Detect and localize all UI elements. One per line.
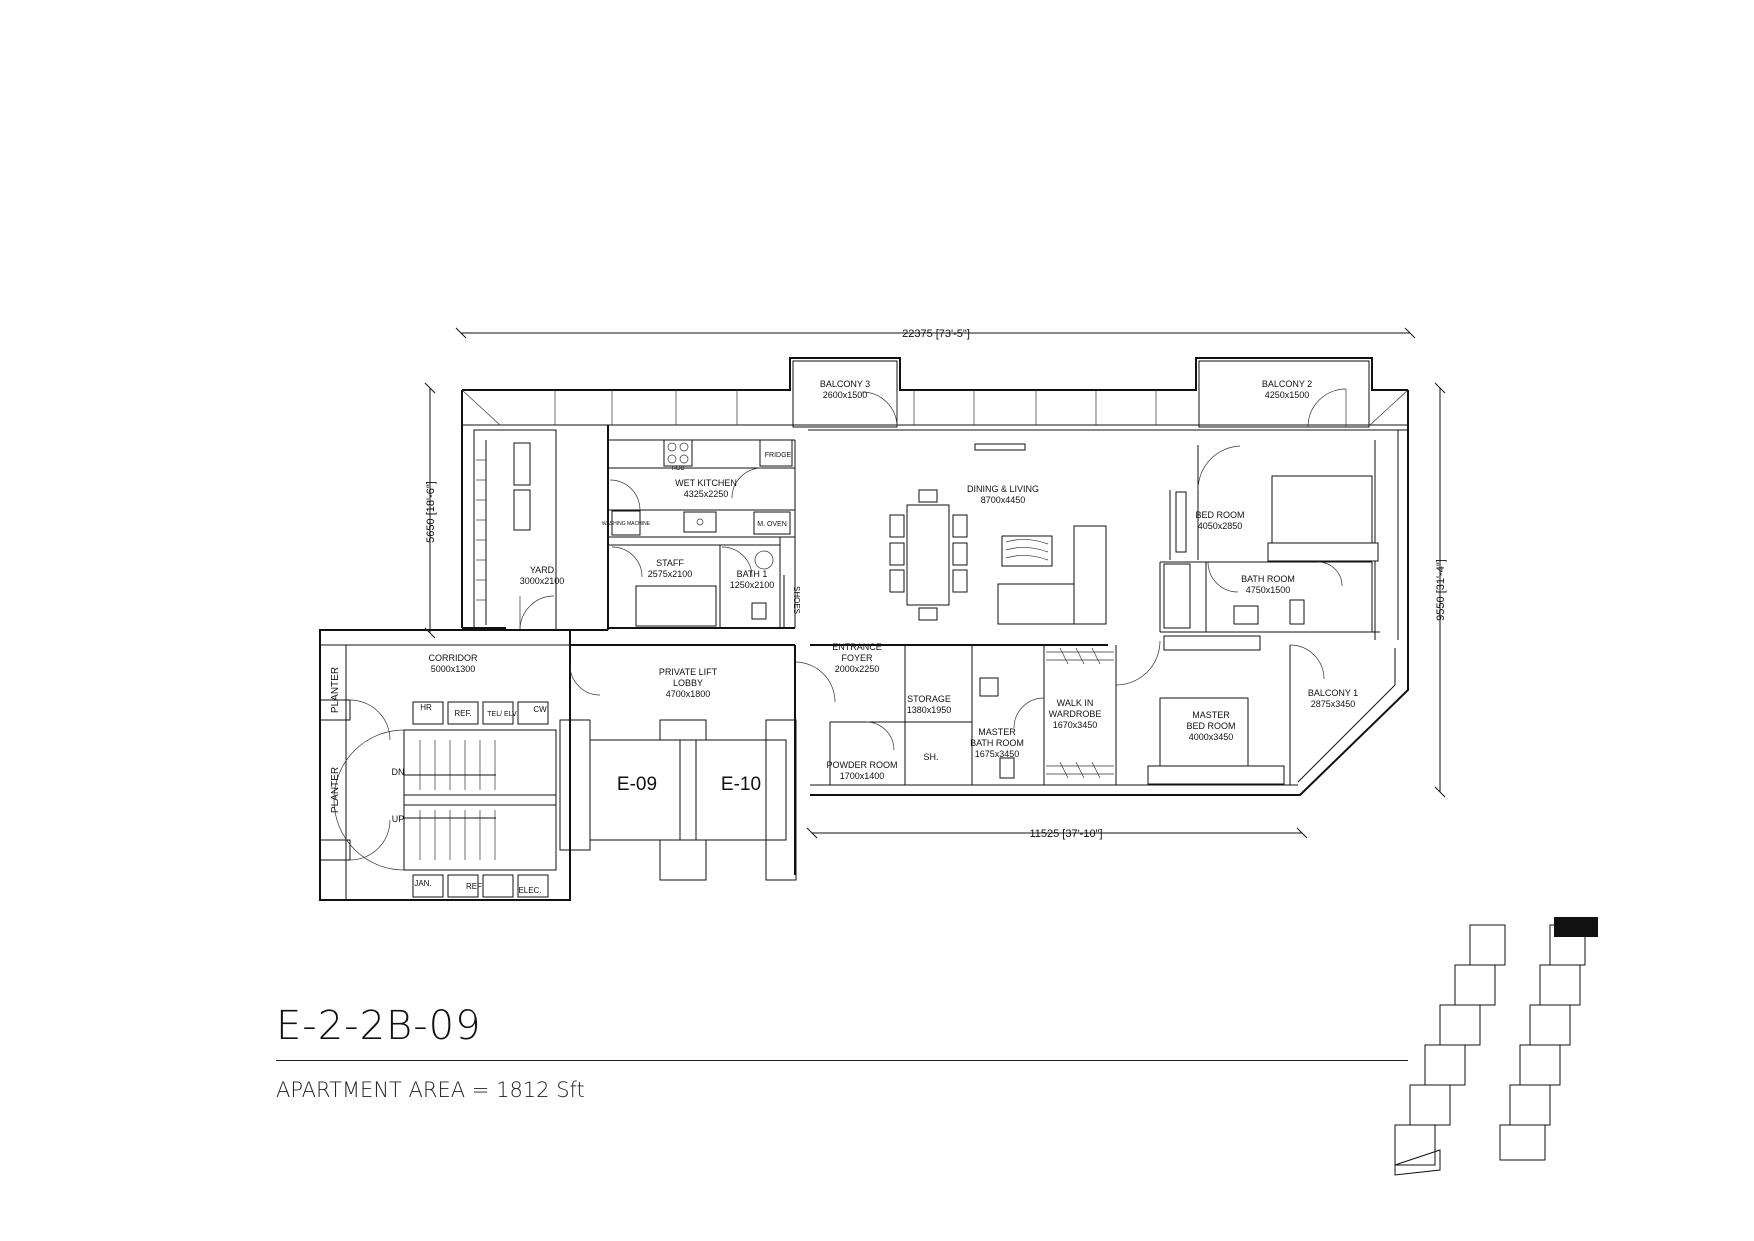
lift-e-10: E-10 [721, 774, 761, 795]
foyer-size: 2000x2250 [835, 664, 880, 674]
storage-size: 1380x1950 [907, 705, 952, 715]
dimension-right: 9550 [31'-4"] [1435, 559, 1447, 621]
yard-name: YARD [530, 565, 555, 575]
dimension-top: 22375 [73'-5"] [902, 328, 970, 340]
balcony2-size: 4250x1500 [1265, 390, 1310, 400]
wardrobe-line1: WALK IN [1057, 698, 1094, 708]
stair-up-label: UP [392, 814, 405, 824]
powder-room-size: 1700x1400 [840, 771, 885, 781]
m-oven-label: M. OVEN [757, 521, 787, 528]
yard-size: 3000x2100 [520, 576, 565, 586]
shoes-label: SHOES [792, 586, 801, 614]
corridor-name: CORRIDOR [429, 653, 478, 663]
ref-top-label: REF. [454, 709, 471, 718]
bed-room-size: 4050x2850 [1198, 521, 1243, 531]
dining-living-name: DINING & LIVING [967, 484, 1039, 494]
room-labels: BALCONY 3 2600x1500 BALCONY 2 4250x1500 … [429, 379, 1359, 781]
hr-label: HR [420, 703, 432, 712]
fixture-labels: FRIDGE HOB M. OVEN WASHING MACHINE SHOES… [330, 452, 939, 895]
bath-room-name: BATH ROOM [1241, 574, 1295, 584]
interior-walls [473, 425, 1380, 785]
lift-e-09: E-09 [617, 774, 657, 795]
core [319, 629, 797, 901]
master-bath-line2: BATH ROOM [970, 738, 1024, 748]
storage-name: STORAGE [907, 694, 951, 704]
elec-label: ELEC. [518, 886, 541, 895]
bed-room-name: BED ROOM [1195, 510, 1244, 520]
balcony1-size: 2875x3450 [1311, 699, 1356, 709]
wardrobe-size: 1670x3450 [1053, 720, 1098, 730]
foyer-line2: FOYER [841, 653, 873, 663]
wet-kitchen-name: WET KITCHEN [675, 478, 737, 488]
tel-elv-label: TEL/ ELV [487, 711, 517, 718]
cw-label: CW [533, 705, 547, 714]
balcony-frames [792, 360, 1370, 428]
foyer-line1: ENTRANCE [832, 642, 882, 652]
apartment-area: APARTMENT AREA = 1812 Sft [276, 1078, 585, 1102]
master-bath-line1: MASTER [978, 727, 1016, 737]
balcony3-size: 2600x1500 [823, 390, 868, 400]
jan-label: JAN. [414, 879, 431, 888]
hob-label: HOB [671, 466, 684, 472]
bath1-size: 1250x2100 [730, 580, 775, 590]
balcony1-name: BALCONY 1 [1308, 688, 1358, 698]
wardrobe-line2: WARDROBE [1049, 709, 1102, 719]
title-rule [276, 1060, 1408, 1061]
bath-room-size: 4750x1500 [1246, 585, 1291, 595]
lift-lobby-line1: PRIVATE LIFT [659, 667, 718, 677]
master-bed-size: 4000x3450 [1189, 732, 1234, 742]
powder-room-name: POWDER ROOM [827, 760, 898, 770]
staff-size: 2575x2100 [648, 569, 693, 579]
wet-kitchen-size: 4325x2250 [684, 489, 729, 499]
ref-bottom-label: REF [466, 882, 482, 891]
apartment-walls [461, 357, 1409, 796]
master-bath-size: 1675x3450 [975, 749, 1020, 759]
master-bed-line2: BED ROOM [1186, 721, 1235, 731]
shower-label: SH. [923, 752, 938, 762]
corridor-size: 5000x1300 [431, 664, 476, 674]
dimension-left: 5650 [18'-6"] [425, 481, 437, 543]
fridge-label: FRIDGE [765, 452, 792, 459]
dimension-bottom: 11525 [37'-10"] [1029, 828, 1102, 840]
balcony3-name: BALCONY 3 [820, 379, 870, 389]
planter-bottom-label: PLANTER [330, 767, 341, 813]
key-plan [1394, 917, 1598, 1176]
lift-lobby-size: 4700x1800 [666, 689, 711, 699]
staff-name: STAFF [656, 558, 684, 568]
washing-machine-label: WASHING MACHINE [602, 521, 651, 527]
bath1-name: BATH 1 [737, 569, 768, 579]
balcony2-name: BALCONY 2 [1262, 379, 1312, 389]
dining-living-size: 8700x4450 [981, 495, 1026, 505]
lift-lobby-line2: LOBBY [673, 678, 703, 688]
planter-top-label: PLANTER [330, 667, 341, 713]
master-bed-line1: MASTER [1192, 710, 1230, 720]
stair-dn-label: DN [392, 767, 405, 777]
unit-code: E-2-2B-09 [276, 1003, 482, 1049]
